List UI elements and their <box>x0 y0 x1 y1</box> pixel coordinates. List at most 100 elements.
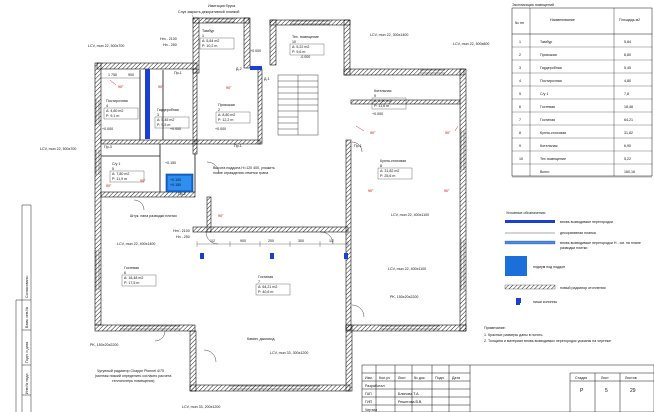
stamp-role-2: ГАП <box>365 392 372 396</box>
room-name: Гостиная <box>258 275 273 279</box>
legend-item-3b: разводки плитки <box>560 246 587 250</box>
explication-cell-num: 4 <box>519 79 521 83</box>
explication-cell-num: 1 <box>519 40 521 44</box>
stage-header-2: Лист <box>601 376 609 380</box>
explication-cell-name: Постирочная <box>540 79 562 83</box>
room-name: Тамбур <box>202 29 214 33</box>
col-header-num: № пп <box>515 21 524 25</box>
stage-header-1: Стадия <box>575 376 587 380</box>
room-perimeter: P: 9,6 m <box>292 50 305 54</box>
room-perimeter: P: 25,6 m <box>380 174 395 178</box>
note-kamin: Камин, дымоход <box>247 337 275 341</box>
note-radiator: Чугунный радиатор Chappe Pionnel 4/75 <box>97 369 164 373</box>
room-number: 9 <box>374 94 376 98</box>
explication-cell-area: 8,80 <box>624 53 631 57</box>
level-sw: +0.000 <box>102 127 113 131</box>
hm-1b: Hn - 250 <box>163 43 177 47</box>
col-header-area: Площадь м2 <box>619 18 640 22</box>
explication-cell-name: С/у 1 <box>540 92 548 96</box>
podium-note-1: Высота поддона Н=120 400, уложить <box>213 166 275 170</box>
explication-cell-area: 64,21 <box>624 118 633 122</box>
level-tambur: +0.000 <box>250 49 261 53</box>
explication-cell-num: 9 <box>519 144 521 148</box>
note-2: 2. Толщина и материал вновь возводимых п… <box>484 339 611 343</box>
title-block-text: Изм. Кол.уч Лист № док. Подп. Дата Разра… <box>365 376 637 412</box>
room-number: 4 <box>106 104 108 108</box>
notes-title: Примечание: <box>484 326 506 330</box>
explication-cell-area: 4,80 <box>624 79 631 83</box>
d-3: Пр-1 <box>354 144 362 148</box>
room-area: A: 5,84 m2 <box>202 39 219 43</box>
pr-3: Пр-3 <box>104 145 112 149</box>
partitions <box>101 70 196 192</box>
level-boiler: +0.000 <box>372 112 383 116</box>
room-label: С/у 15A: 7,80 m2P: 11,9 m <box>109 162 145 183</box>
explication-cell-area: 6,90 <box>624 144 631 148</box>
podium-box: +0.100 +0.150 <box>165 173 194 193</box>
dimension-line <box>196 241 349 247</box>
walls <box>94 17 467 392</box>
room-number: 5 <box>112 167 114 171</box>
podium-level-1: +0.100 <box>170 178 181 182</box>
explication-cell-name: Всего <box>540 170 549 174</box>
legend-item-5: новый радиатор отопления <box>560 286 606 290</box>
room-name: Прихожая <box>218 103 235 107</box>
legend-title: Условные обозначения: <box>506 211 546 215</box>
angle-3: 90° <box>226 86 232 90</box>
room-area: A: 5,22 m2 <box>292 45 309 49</box>
pr-4: Пр-2 <box>178 192 186 196</box>
note-shtuk: Штук. пана разводки плитки <box>130 214 177 218</box>
legend-item-4: подиум под поддон <box>533 265 565 269</box>
legend-item-2: декоративная планка <box>560 231 596 235</box>
doors <box>133 141 365 363</box>
room-name: С/у 1 <box>112 162 120 166</box>
room-area: A: 31,82 m2 <box>380 169 399 173</box>
pr-1: Пр-1 <box>174 71 182 75</box>
stamp-col-date: Дата <box>452 376 460 380</box>
stairs <box>277 74 319 136</box>
room-name: Постирочная <box>106 99 128 103</box>
explication-cell-area: 5,22 <box>624 157 631 161</box>
angle-6: 90° <box>218 214 224 218</box>
room-number: 1 <box>202 34 204 38</box>
legend-swatch-niche <box>516 298 521 303</box>
explication-cell-name: Котельная <box>540 144 557 148</box>
stamp-name-3: Решетова В.В. <box>398 400 422 404</box>
legend: Условные обозначения: вновь возводимые п… <box>504 211 641 304</box>
explication-cell-num: 7 <box>519 118 521 122</box>
room-perimeter: P: 17,5 m <box>124 281 139 285</box>
side-label-sign: Подп. и дата <box>25 342 29 363</box>
room-area-box <box>215 111 251 124</box>
podium-note-2: после ограждения отметки трапа <box>213 171 268 175</box>
room-area: A: 7,80 m2 <box>112 172 129 176</box>
room-name: Кухня-столовая <box>380 159 406 163</box>
room-area-box <box>109 170 145 183</box>
room-area-box <box>199 37 235 50</box>
room-area: A: 8,80 m2 <box>218 113 235 117</box>
windows <box>95 18 465 390</box>
level-hall: +0.000 <box>215 127 226 131</box>
dim-c: 200 <box>268 239 274 243</box>
legend-item-3a: вновь возводимые перегородки Н - см. на … <box>560 241 641 245</box>
angle-2: 90° <box>158 85 164 89</box>
room-area-box <box>103 107 139 120</box>
room-perimeter: P: 40,6 m <box>258 290 273 294</box>
angle-10: 90° <box>444 189 450 193</box>
explication-cell-name: Гостевая <box>540 105 555 109</box>
angle-5: 90° <box>140 179 146 183</box>
angle-7: 90° <box>370 131 376 135</box>
room-name: Тех. помещение <box>292 35 319 39</box>
room-area: A: 5,45 m2 <box>157 118 174 122</box>
hm-2: Hm - 2100 <box>173 229 190 233</box>
side-frame: Согласовано: Взам. инв.№ Подп. и дата Ин… <box>15 204 32 412</box>
angle-4: 90° <box>106 184 112 188</box>
explication-cell-area: 18,48 <box>624 105 633 109</box>
explication-cell-area: 7,8 <box>624 92 629 96</box>
room-name: Котельная <box>374 89 391 93</box>
stamp-role-1: Разработал <box>365 384 385 388</box>
hm-2b: Hn - 250 <box>176 235 190 239</box>
